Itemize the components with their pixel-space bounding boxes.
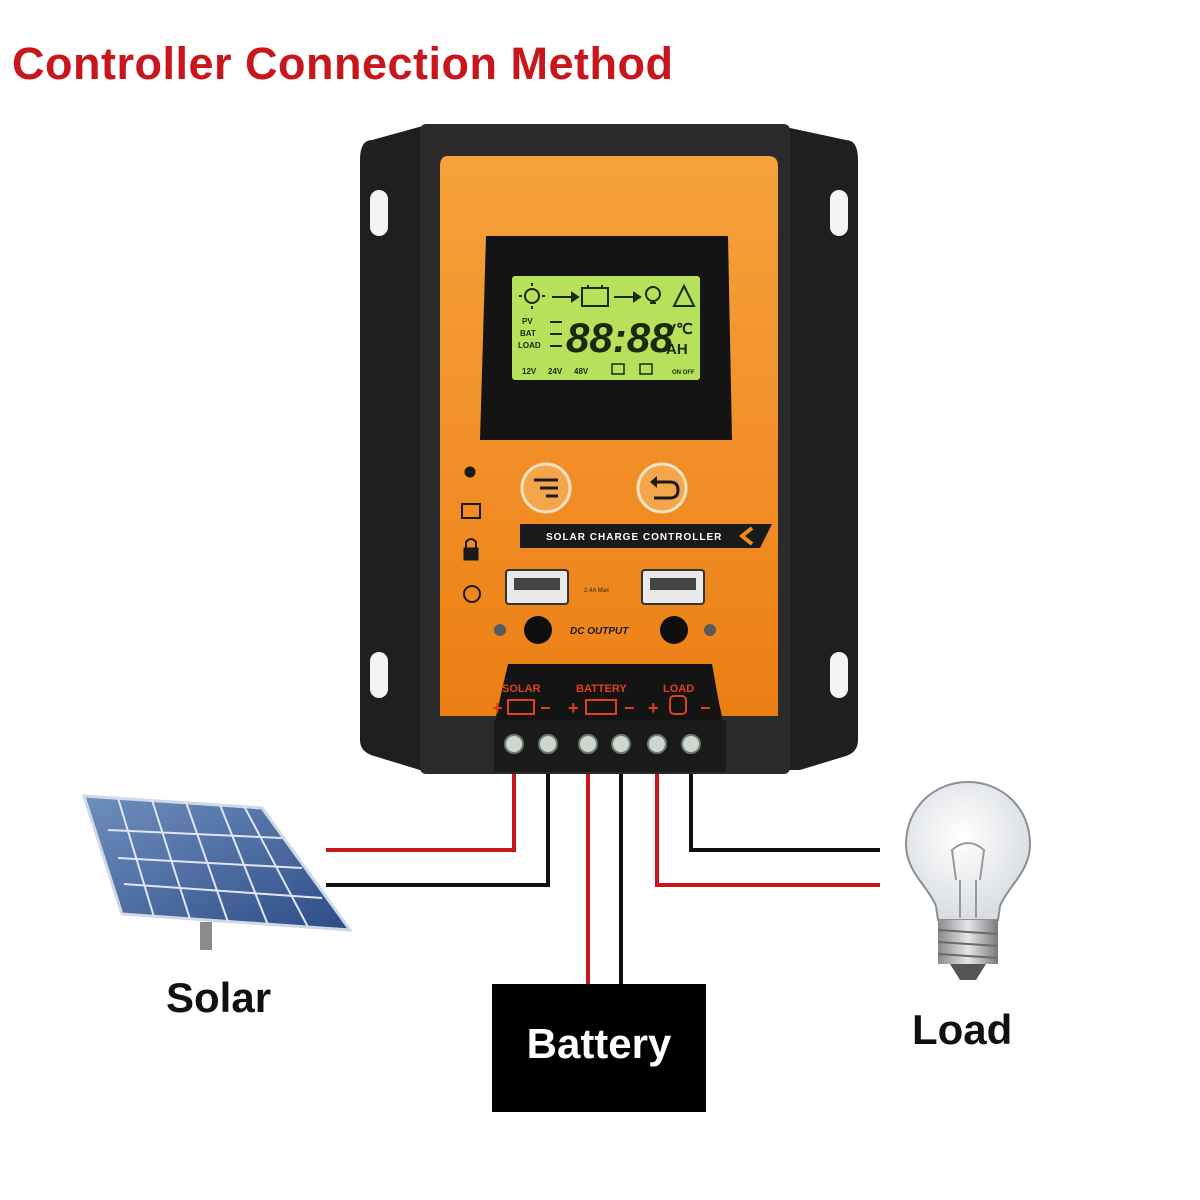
lcd-icons (519, 283, 696, 309)
menu-icon (534, 478, 558, 498)
diagram-title: Controller Connection Method (12, 38, 674, 89)
banner-text: SOLAR CHARGE CONTROLLER (546, 532, 722, 543)
bulb-icon (645, 286, 661, 302)
solar-terminal-icon (507, 699, 535, 715)
monitor-icon (461, 503, 481, 519)
usb-port-left[interactable] (505, 569, 569, 605)
charge-controller: PV BAT LOAD 88:88 V℃ AH 12V 24V 48V ON O… (360, 124, 858, 774)
svg-text:+: + (492, 698, 503, 718)
load-positive-wire (655, 760, 880, 887)
solar-label: Solar (166, 974, 271, 1021)
load-label: Load (912, 1006, 1012, 1053)
terminal-label-load: LOAD (663, 683, 694, 695)
solar-positive-wire (326, 760, 516, 852)
terminal-screw (538, 734, 558, 754)
lcd-units-bottom: AH (666, 341, 688, 358)
mount-slot-icon (370, 652, 388, 698)
dc-output-label: DC OUTPUT (570, 626, 629, 637)
wires (326, 760, 880, 985)
led-indicator (494, 624, 506, 636)
terminal-screw (647, 734, 667, 754)
menu-button[interactable] (520, 462, 572, 514)
usb-rating: 2.4A Max (584, 588, 609, 594)
lcd-voltage-12: 12V (522, 367, 537, 376)
lcd-digits: 88:88 (566, 314, 674, 361)
back-button[interactable] (636, 462, 688, 514)
usb-port-right[interactable] (641, 569, 705, 605)
battery-icon (581, 287, 609, 307)
solar-negative-wire (326, 760, 550, 887)
lcd-onoff: ON OFF (672, 370, 695, 376)
mount-slot-icon (830, 190, 848, 236)
lcd-label-bat: BAT (520, 329, 536, 338)
led-indicator (704, 624, 716, 636)
lcd-voltage-24: 24V (548, 367, 563, 376)
dc-output-jack-left[interactable] (524, 616, 552, 644)
terminal-screw (578, 734, 598, 754)
lcd-units-top: V℃ (666, 321, 693, 338)
terminal-screw (611, 734, 631, 754)
battery-terminal-icon (585, 699, 617, 715)
svg-text:+: + (648, 698, 659, 718)
sun-icon (524, 288, 540, 304)
light-bulb-icon (904, 780, 1032, 980)
battery-box: Battery (492, 984, 706, 1112)
lock-icon (463, 547, 479, 561)
lcd-label-load: LOAD (518, 341, 541, 350)
terminal-screws (504, 734, 701, 754)
svg-text:−: − (540, 698, 551, 718)
dc-output-jack-right[interactable] (660, 616, 688, 644)
load-terminal-icon (669, 695, 687, 715)
terminal-block (496, 664, 722, 720)
terminal-label-battery: BATTERY (576, 683, 627, 695)
clock-icon (463, 585, 481, 603)
side-status-icons (461, 466, 481, 603)
mount-slot-icon (830, 652, 848, 698)
controller-banner: SOLAR CHARGE CONTROLLER (520, 524, 772, 548)
svg-text:−: − (700, 698, 711, 718)
return-icon (652, 480, 680, 500)
svg-text:+: + (568, 698, 579, 718)
terminal-screw (681, 734, 701, 754)
battery-label: Battery (527, 1020, 672, 1067)
lcd-voltage-48: 48V (574, 367, 589, 376)
warning-icon (672, 283, 696, 307)
timer-icon (611, 363, 625, 375)
svg-text:−: − (624, 698, 635, 718)
mount-slot-icon (370, 190, 388, 236)
terminal-label-solar: SOLAR (502, 683, 541, 695)
solar-panel-icon (81, 794, 354, 950)
timer-icon (639, 363, 653, 375)
sun-icon (464, 466, 476, 478)
lcd-label-pv: PV (522, 317, 533, 326)
load-negative-wire (689, 760, 880, 852)
terminal-screw (504, 734, 524, 754)
